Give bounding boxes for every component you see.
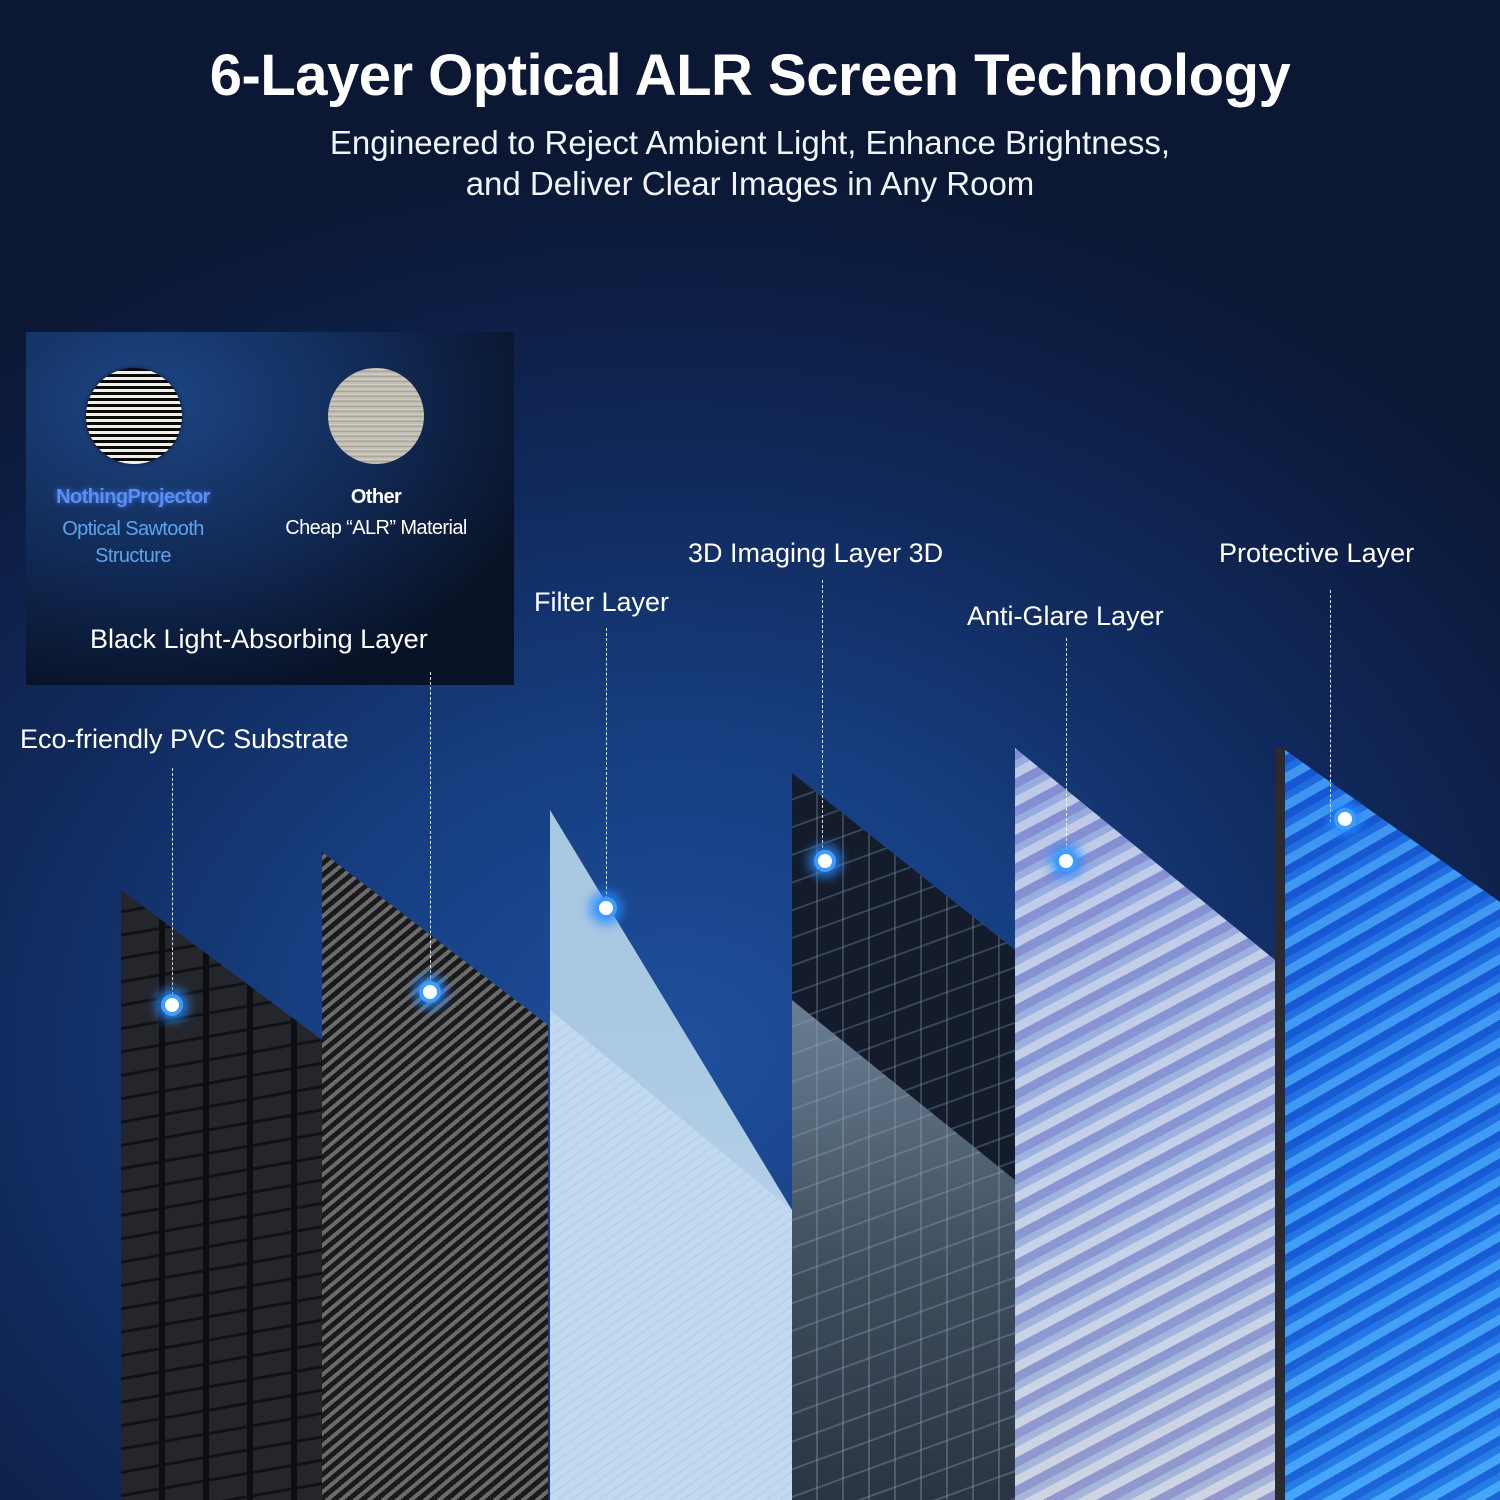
leader-line-filter bbox=[606, 628, 607, 904]
layer-label-black-absorbing: Black Light-Absorbing Layer bbox=[90, 624, 428, 654]
leader-line-black-absorbing bbox=[430, 672, 431, 988]
marker-dot-icon bbox=[1055, 850, 1077, 872]
subtitle-line-1: Engineered to Reject Ambient Light, Enha… bbox=[329, 124, 1171, 161]
page-subtitle: Engineered to Reject Ambient Light, Enha… bbox=[0, 122, 1500, 204]
leader-line-anti-glare bbox=[1066, 638, 1067, 856]
layer-panel-pvc-substrate bbox=[121, 890, 322, 1500]
layer-label-protective: Protective Layer bbox=[1219, 538, 1415, 568]
sawtooth-sample-image bbox=[86, 368, 182, 464]
brand-name: NothingProjector bbox=[56, 486, 210, 508]
marker-dot-icon bbox=[161, 994, 183, 1016]
subtitle-line-2: and Deliver Clear Images in Any Room bbox=[465, 165, 1035, 202]
cheap-material-sample-image bbox=[328, 368, 424, 464]
marker-dot-icon bbox=[419, 981, 441, 1003]
other-name: Other bbox=[350, 486, 402, 508]
marker-dot-icon bbox=[595, 897, 617, 919]
marker-dot-icon bbox=[1334, 808, 1356, 830]
layer-label-3d-imaging: 3D Imaging Layer 3D bbox=[688, 538, 944, 568]
layer-label-filter: Filter Layer bbox=[534, 587, 670, 617]
brand-desc-line-2: Structure bbox=[95, 545, 171, 567]
layer-panel-anti-glare bbox=[1015, 748, 1275, 1500]
leader-line-3d-imaging bbox=[822, 580, 823, 858]
page-title: 6-Layer Optical ALR Screen Technology bbox=[209, 43, 1291, 108]
material-comparison-panel: NothingProjector Optical Sawtooth Struct… bbox=[26, 332, 514, 685]
leader-line-protective bbox=[1330, 590, 1331, 822]
layer-panel-protective-edge bbox=[1275, 748, 1285, 1500]
leader-line-pvc bbox=[172, 768, 173, 1000]
other-description: Cheap “ALR” Material bbox=[285, 517, 467, 539]
layer-label-anti-glare: Anti-Glare Layer bbox=[967, 601, 1164, 631]
layer-label-pvc-substrate: Eco-friendly PVC Substrate bbox=[20, 724, 349, 754]
layer-panel-black-absorbing bbox=[322, 852, 548, 1500]
layer-panel-protective bbox=[1285, 750, 1500, 1500]
brand-desc-line-1: Optical Sawtooth bbox=[62, 518, 204, 540]
brand-description: Optical Sawtooth Structure bbox=[26, 516, 240, 570]
marker-dot-icon bbox=[814, 850, 836, 872]
